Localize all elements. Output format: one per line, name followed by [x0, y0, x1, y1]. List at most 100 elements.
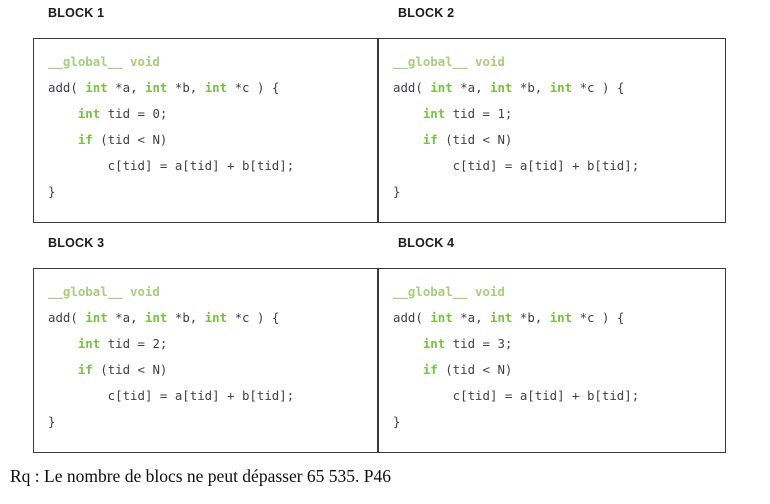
code-line: __global__ void — [48, 279, 294, 305]
code-keyword: int — [77, 336, 101, 351]
code-text: *b, — [167, 310, 205, 325]
code-line: c[tid] = a[tid] + b[tid]; — [393, 153, 640, 179]
code-keyword: if — [422, 362, 438, 377]
code-text: c[tid] = a[tid] + b[tid]; — [393, 388, 640, 403]
code-line: add( int *a, int *b, int *c ) { — [393, 305, 639, 331]
code-line: } — [48, 179, 294, 205]
block-label-2: BLOCK 2 — [398, 6, 455, 20]
code-box-block-4: __global__ void add( int *a, int *b, int … — [378, 268, 726, 453]
code-keyword: __global__ void — [48, 54, 160, 69]
code-text: *a, — [452, 310, 491, 325]
code-keyword: __global__ void — [393, 284, 505, 299]
code-text: } — [48, 414, 56, 429]
code-keyword: if — [422, 132, 438, 147]
block-label-3: BLOCK 3 — [48, 236, 105, 250]
code-keyword: int — [430, 310, 453, 325]
code-text — [48, 336, 78, 351]
code-listing-2: __global__ void add( int *a, int *b, int … — [393, 49, 639, 205]
code-text — [48, 132, 78, 147]
code-text: (tid < N) — [92, 132, 168, 147]
code-keyword: int — [549, 310, 573, 325]
code-text: tid = 0; — [100, 106, 168, 121]
code-line: } — [48, 409, 294, 435]
code-keyword: int — [490, 80, 513, 95]
code-line: int tid = 0; — [48, 101, 294, 127]
code-listing-4: __global__ void add( int *a, int *b, int … — [393, 279, 639, 435]
code-listing-1: __global__ void add( int *a, int *b, int … — [48, 49, 294, 205]
code-keyword: if — [77, 362, 93, 377]
block-label-4: BLOCK 4 — [398, 236, 455, 250]
code-box-block-2: __global__ void add( int *a, int *b, int … — [378, 38, 726, 223]
code-text: } — [393, 414, 401, 429]
code-line: int tid = 1; — [393, 101, 639, 127]
code-text: (tid < N) — [92, 362, 168, 377]
code-keyword: __global__ void — [48, 284, 160, 299]
code-line: } — [393, 179, 639, 205]
code-text — [393, 106, 423, 121]
code-line: int tid = 3; — [393, 331, 639, 357]
code-keyword: int — [422, 106, 446, 121]
code-keyword: int — [85, 80, 108, 95]
code-text: *c ) { — [227, 310, 280, 325]
code-keyword: int — [85, 310, 108, 325]
code-line: if (tid < N) — [48, 127, 294, 153]
code-text: *a, — [107, 80, 146, 95]
code-line: c[tid] = a[tid] + b[tid]; — [48, 153, 295, 179]
code-line: add( int *a, int *b, int *c ) { — [48, 75, 294, 101]
code-text: *b, — [512, 80, 550, 95]
code-box-block-3: __global__ void add( int *a, int *b, int … — [33, 268, 378, 453]
code-line: c[tid] = a[tid] + b[tid]; — [393, 383, 640, 409]
code-text — [48, 106, 78, 121]
code-keyword: int — [490, 310, 513, 325]
code-keyword: int — [204, 80, 228, 95]
code-line: __global__ void — [393, 49, 639, 75]
code-text: *c ) { — [572, 80, 625, 95]
code-keyword: int — [204, 310, 228, 325]
code-text: *c ) { — [227, 80, 280, 95]
code-text: c[tid] = a[tid] + b[tid]; — [393, 158, 640, 173]
code-text: add( — [393, 310, 431, 325]
code-keyword: int — [422, 336, 446, 351]
code-text: (tid < N) — [437, 362, 513, 377]
code-text — [393, 132, 423, 147]
code-text: } — [393, 184, 401, 199]
code-text: c[tid] = a[tid] + b[tid]; — [48, 388, 295, 403]
code-text — [393, 336, 423, 351]
code-line: __global__ void — [393, 279, 639, 305]
code-keyword: if — [77, 132, 93, 147]
block-label-1: BLOCK 1 — [48, 6, 105, 20]
code-text: tid = 3; — [445, 336, 513, 351]
code-line: int tid = 2; — [48, 331, 294, 357]
code-line: __global__ void — [48, 49, 294, 75]
code-text: tid = 1; — [445, 106, 513, 121]
code-text: *b, — [512, 310, 550, 325]
code-text: tid = 2; — [100, 336, 168, 351]
code-text: *a, — [452, 80, 491, 95]
code-text: add( — [48, 80, 86, 95]
code-text — [48, 362, 78, 377]
code-line: if (tid < N) — [393, 357, 639, 383]
code-text — [393, 362, 423, 377]
code-text: c[tid] = a[tid] + b[tid]; — [48, 158, 295, 173]
code-keyword: int — [145, 80, 168, 95]
code-line: add( int *a, int *b, int *c ) { — [393, 75, 639, 101]
code-line: add( int *a, int *b, int *c ) { — [48, 305, 294, 331]
code-text: *b, — [167, 80, 205, 95]
code-keyword: int — [430, 80, 453, 95]
code-text: *c ) { — [572, 310, 625, 325]
code-line: c[tid] = a[tid] + b[tid]; — [48, 383, 295, 409]
code-keyword: int — [145, 310, 168, 325]
code-keyword: int — [77, 106, 101, 121]
code-box-block-1: __global__ void add( int *a, int *b, int … — [33, 38, 378, 223]
figure-caption: Rq : Le nombre de blocs ne peut dépasser… — [10, 466, 392, 486]
code-line: if (tid < N) — [393, 127, 639, 153]
code-line: if (tid < N) — [48, 357, 294, 383]
code-text: } — [48, 184, 56, 199]
code-listing-3: __global__ void add( int *a, int *b, int … — [48, 279, 294, 435]
code-text: add( — [48, 310, 86, 325]
code-text: add( — [393, 80, 431, 95]
code-text: (tid < N) — [437, 132, 513, 147]
code-keyword: __global__ void — [393, 54, 505, 69]
code-line: } — [393, 409, 639, 435]
